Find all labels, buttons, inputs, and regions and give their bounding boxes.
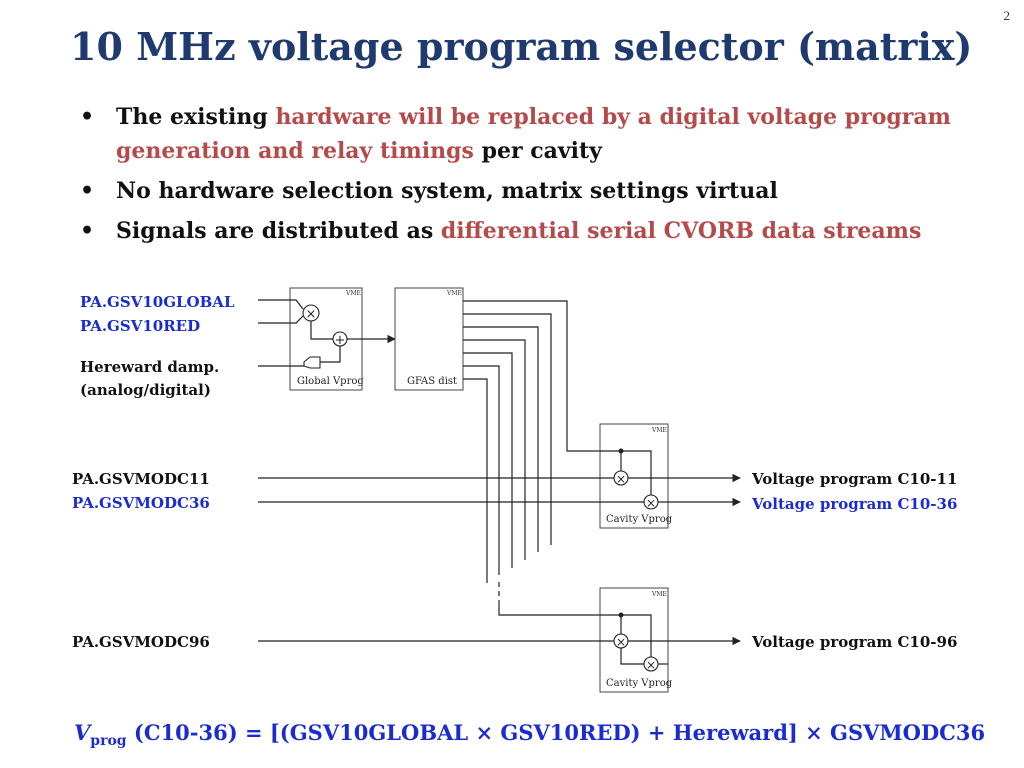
bus-line	[463, 365, 500, 575]
multiply-symbol: ×	[646, 496, 656, 510]
bullet-text: No hardware selection system, matrix set…	[116, 178, 778, 204]
bus-line	[463, 300, 600, 452]
gfas-dist-label: GFAS dist	[407, 376, 457, 387]
gfas-dist-block: VME GFAS dist	[394, 287, 464, 391]
bullet-text: The existing	[116, 104, 276, 130]
slide-title: 10 MHz voltage program selector (matrix)	[70, 24, 973, 69]
bus-line	[463, 378, 488, 583]
bullet-item: No hardware selection system, matrix set…	[80, 174, 990, 208]
vme-tag: VME	[446, 290, 462, 297]
page-number: 2	[1003, 8, 1011, 23]
input-label-hereward-sub: (analog/digital)	[80, 381, 211, 399]
multiply-symbol: ×	[646, 658, 656, 672]
input-label-modc96: PA.GSVMODC96	[72, 633, 210, 651]
add-icon	[332, 331, 348, 347]
multiply-icon	[302, 304, 320, 322]
multiply-symbol: ×	[306, 307, 317, 322]
formula: Vprog (C10-36) = [(GSV10GLOBAL × GSV10RE…	[74, 720, 985, 749]
cavity-vprog-label: Cavity Vprog	[606, 678, 673, 689]
input-label-modc36: PA.GSVMODC36	[72, 494, 210, 512]
bullet-list: The existing hardware will be replaced b…	[80, 100, 990, 254]
bullet-text: per cavity	[473, 138, 602, 164]
output-label-c96: Voltage program C10-96	[751, 633, 957, 651]
bullet-highlight: hardware will be replaced by a digital v…	[116, 104, 951, 164]
bullet-item: The existing hardware will be replaced b…	[80, 100, 990, 168]
formula-expression: (C10-36) = [(GSV10GLOBAL × GSV10RED) + H…	[126, 720, 986, 745]
vme-tag: VME	[651, 427, 667, 434]
output-label-c36: Voltage program C10-36	[751, 495, 957, 513]
bus-line	[463, 313, 552, 545]
cavity-vprog-block: VME Cavity Vprog × ×	[599, 423, 673, 529]
bullet-highlight: differential serial CVORB data streams	[440, 218, 922, 244]
bus-line	[463, 326, 539, 552]
input-label-global: PA.GSV10GLOBAL	[80, 293, 235, 311]
add-symbol: +	[335, 333, 346, 348]
formula-variable: V	[74, 720, 91, 745]
output-label-c11: Voltage program C10-11	[751, 470, 957, 488]
global-vprog-label: Global Vprog	[297, 376, 364, 387]
bullet-item: Signals are distributed as differential …	[80, 214, 990, 248]
cavity-vprog-label: Cavity Vprog	[606, 514, 673, 525]
cavity-vprog-block-c96: VME Cavity Vprog × ×	[599, 587, 673, 693]
adc-icon	[303, 356, 321, 369]
multiply-symbol: ×	[616, 635, 626, 649]
input-label-hereward: Hereward damp.	[80, 358, 219, 376]
formula-subscript: prog	[90, 733, 127, 750]
input-label-red: PA.GSV10RED	[80, 317, 200, 335]
vme-tag: VME	[651, 591, 667, 598]
input-label-modc11: PA.GSVMODC11	[72, 470, 210, 488]
bullet-text: Signals are distributed as	[116, 218, 441, 244]
bus-line	[463, 339, 526, 560]
multiply-symbol: ×	[616, 472, 626, 486]
global-vprog-block: VME Global Vprog × +	[258, 287, 364, 391]
bus-line	[463, 352, 513, 568]
vme-tag: VME	[345, 290, 361, 297]
